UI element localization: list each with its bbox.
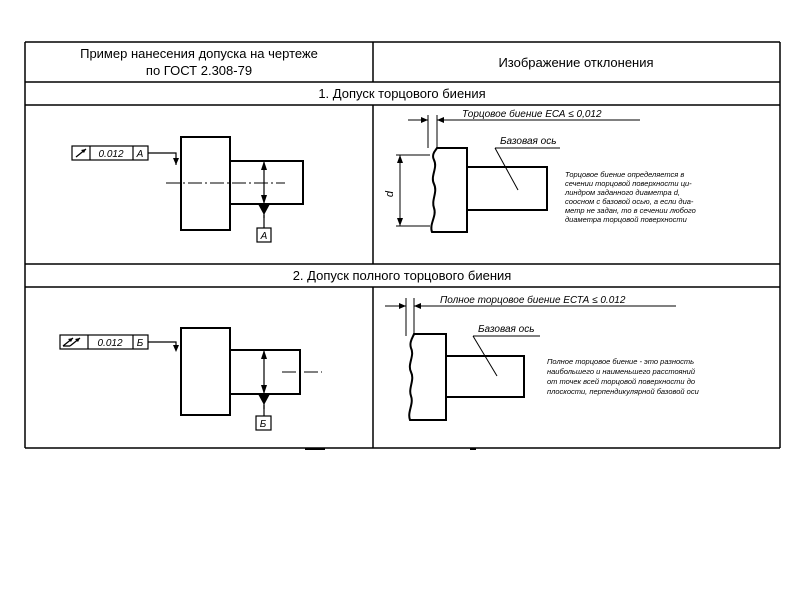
frame-1-datum: А — [136, 149, 144, 160]
frame-2-value: 0.012 — [97, 338, 122, 349]
section-1-example: 0.012 А А — [71, 136, 304, 243]
header-right: Изображение отклонения — [498, 55, 653, 70]
part-flange-1 — [180, 136, 231, 231]
section-2-example: 0.012 Б Б — [59, 327, 322, 431]
total-runout-arrow-icon — [62, 337, 81, 347]
section-2-title: 2. Допуск полного торцового биения — [293, 268, 512, 283]
header-left-line1: Пример нанесения допуска на чертеже — [80, 46, 318, 61]
note-2-line3: от точек всей торцовой поверхности до — [547, 377, 695, 386]
note-2-line2: наибольшего и наименьшего расстояний — [547, 367, 696, 376]
datum-2-label: Б — [260, 419, 267, 430]
table-grid — [24, 41, 781, 449]
frame-2-datum: Б — [137, 338, 144, 349]
part-flange-wavy-2 — [408, 333, 447, 421]
section-2-deviation: Полное торцовое биение ЕСТА ≤ 0.012 Базо… — [385, 294, 700, 421]
note-1-line1: Торцовое биение определяется в — [565, 170, 684, 179]
datum-box-2 — [255, 415, 272, 431]
note-2-line1: Полное торцовое биение - это разность — [547, 357, 694, 366]
part-shaft-deviation-1 — [467, 166, 548, 211]
note-1-line5: метр не задан, то в сечении любого — [565, 206, 696, 215]
datum-1-label: А — [260, 231, 268, 242]
note-2-line4: плоскости, перпендикулярной базовой оси — [547, 387, 700, 396]
runout-arrow-icon — [75, 148, 87, 158]
frame-1-value: 0.012 — [98, 149, 123, 160]
note-1-line4: соосном с базовой осью, а если диа- — [565, 197, 694, 206]
deviation-2-label: Полное торцовое биение ЕСТА ≤ 0.012 — [440, 294, 626, 306]
section-1-title: 1. Допуск торцового биения — [318, 86, 485, 101]
part-flange-2 — [180, 327, 231, 416]
part-flange-wavy-1 — [430, 147, 468, 233]
diameter-label: d — [384, 190, 396, 197]
datum-triangle-1 — [258, 204, 270, 215]
axis-2-label: Базовая ось — [478, 324, 534, 335]
axis-1-label: Базовая ось — [500, 136, 556, 147]
datum-box-1 — [256, 227, 272, 243]
datum-triangle-2 — [258, 394, 270, 405]
note-1-line2: сечении торцовой поверхности ци- — [565, 179, 692, 188]
note-1-line6: диаметра торцовой поверхности — [565, 215, 688, 224]
cutoff-residue — [305, 448, 476, 450]
deviation-1-label: Торцовое биение ЕСА ≤ 0,012 — [462, 108, 602, 120]
header-left-line2: по ГОСТ 2.308-79 — [146, 63, 252, 78]
note-1-line3: линдром заданного диаметра d, — [564, 188, 680, 197]
section-1-deviation: Торцовое биение ЕСА ≤ 0,012 d Базовая ос… — [384, 108, 696, 233]
part-shaft-deviation-2 — [446, 355, 525, 398]
